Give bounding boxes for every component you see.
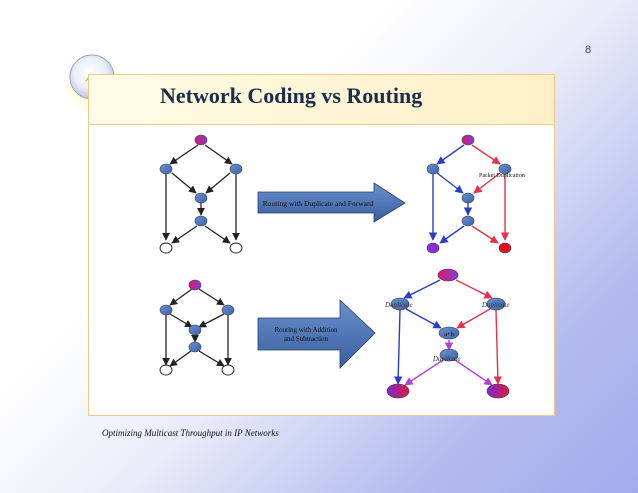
packet-duplication-label: Packet Duplication [479,173,525,179]
bottom-arrow: Routing with Addition and Subtraction [257,299,376,369]
source-node [188,279,202,291]
node [194,215,208,227]
title-bar [88,74,555,126]
slide-title: Network Coding vs Routing [160,83,423,108]
duplicate-label-left: Duplicate [384,301,413,309]
sink-node [159,364,173,376]
source-node [461,134,475,146]
sink-node [159,242,173,254]
edge [171,172,197,194]
arrow-label-line2: and Subtraction [284,335,329,343]
source-node [194,134,208,146]
sink-node [486,383,510,399]
sink-node [426,242,440,254]
edge [169,144,199,165]
top-right-network: Packet Duplication [415,132,535,258]
slide-footer: Optimizing Multicast Throughput in IP Ne… [102,428,279,438]
coding-node [438,326,460,340]
node [188,341,202,353]
edge [204,144,233,165]
node [486,297,506,311]
top-left-network [150,132,258,258]
node [229,163,243,175]
node [498,163,512,175]
top-arrow: Routing with Duplicate and Forward [257,182,406,223]
node [461,215,475,227]
node [439,348,459,362]
bottom-left-network [150,270,258,382]
duplicate-label-right: Duplicate [481,301,510,309]
bottom-right-network: a+b Duplicate Duplicate Duplicate [378,262,536,402]
node [426,163,440,175]
sink-node [386,383,410,399]
edge [204,225,231,244]
node [188,324,202,336]
arrow-label-line1: Routing with Addition [274,326,338,334]
node [461,192,475,204]
node [221,304,235,316]
node [194,192,208,204]
edge [205,172,231,194]
duplicate-label-center: Duplicate [432,355,461,363]
arrow-label: Routing with Duplicate and Forward [263,199,374,208]
sink-node [221,364,235,376]
sink-node [498,242,512,254]
node [159,304,173,316]
coding-node-label: a+b [444,331,454,338]
page-number: 8 [585,44,592,56]
sink-node [229,242,243,254]
node [159,163,173,175]
source-node [437,268,459,282]
node [390,297,410,311]
edge [171,225,198,244]
